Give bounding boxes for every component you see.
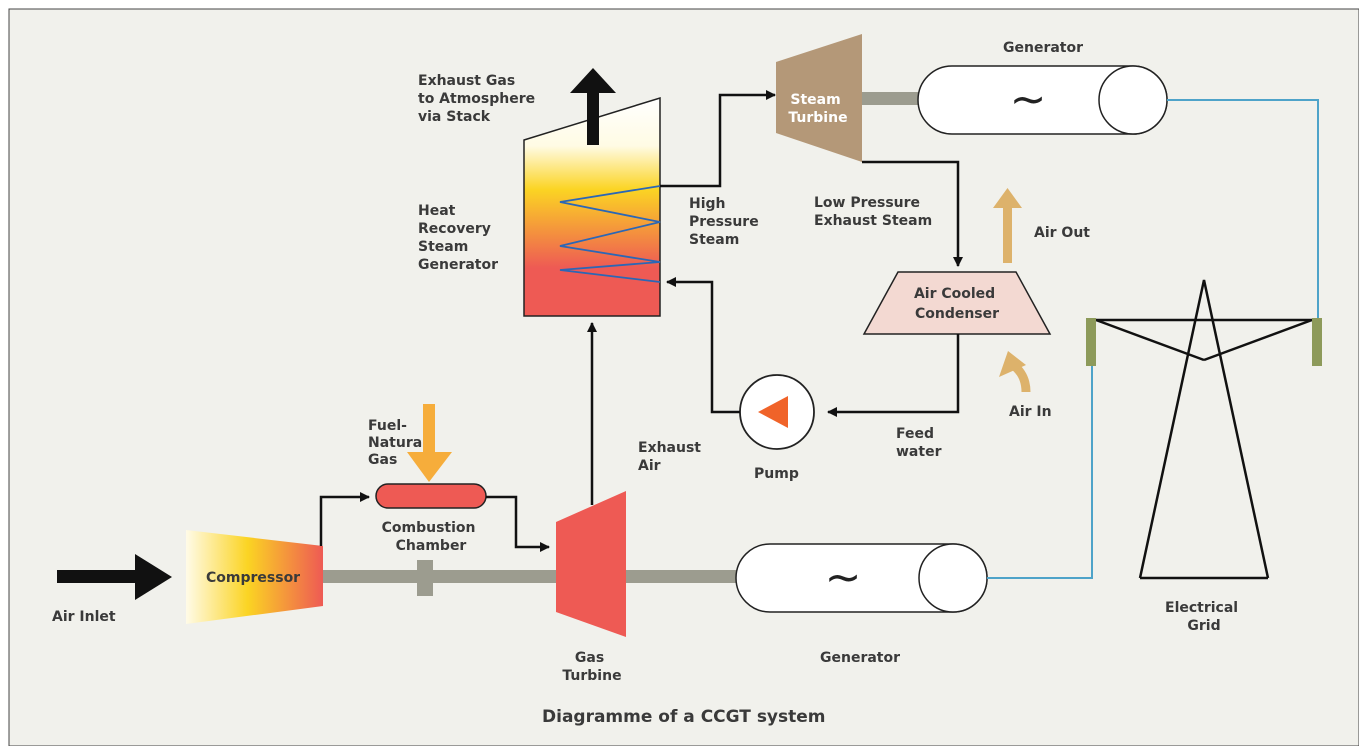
combustion-chamber <box>375 483 487 509</box>
air-cooled-condenser <box>862 271 1052 335</box>
pump-label: Pump <box>754 466 799 482</box>
svg-text:~: ~ <box>1010 74 1047 125</box>
steam-turbine-label: Steam Turbine <box>788 92 847 126</box>
diagram-caption: Diagramme of a CCGT system <box>542 707 826 727</box>
hp-steam-label: High Pressure Steam <box>689 196 764 248</box>
generator-upper: ~ <box>917 65 1168 135</box>
insulator-right <box>1312 318 1322 366</box>
electrical-grid-tower <box>1095 279 1313 580</box>
electrical-grid-label: Electrical Grid <box>1165 600 1243 634</box>
air-inlet-arrow <box>57 554 172 600</box>
insulator-left <box>1086 318 1096 366</box>
combustion-chamber-label: Combustion Chamber <box>382 520 481 554</box>
svg-text:~: ~ <box>825 552 862 603</box>
pump-to-hrsg-line <box>666 277 740 414</box>
steam-turbine <box>776 34 862 162</box>
air-out-label: Air Out <box>1034 225 1090 241</box>
pump <box>739 374 815 450</box>
lp-steam-label: Low Pressure Exhaust Steam <box>814 195 932 229</box>
combustor-to-turbine-line <box>486 495 550 552</box>
hrsg-label: Heat Recovery Steam Generator <box>418 203 498 273</box>
gen-lower-shaft <box>626 570 736 583</box>
upper-generator-grid-wire <box>1167 99 1319 318</box>
air-in-arrow <box>999 351 1031 393</box>
lower-generator-grid-wire <box>987 366 1093 579</box>
compressor-label: Compressor <box>206 570 300 586</box>
exhaust-gas-arrow <box>570 68 616 145</box>
condenser-label: Air Cooled Condenser <box>914 286 1000 322</box>
lower-shaft <box>323 570 557 583</box>
gas-turbine-label: Gas Turbine <box>562 650 621 684</box>
generator-lower: ~ <box>735 543 988 613</box>
high-pressure-steam-line <box>660 90 776 188</box>
air-in-label: Air In <box>1009 404 1052 420</box>
shaft-coupling <box>417 560 433 596</box>
generator-upper-label: Generator <box>1003 40 1083 56</box>
gas-turbine <box>556 491 626 637</box>
compressor <box>186 530 323 624</box>
feed-water-label: Feed water <box>896 426 942 460</box>
feed-water-line <box>827 334 960 417</box>
air-out-arrow <box>993 188 1022 263</box>
compressor-to-combustor-line <box>319 492 370 546</box>
exhaust-air-label: Exhaust Air <box>638 440 706 474</box>
hrsg-coil <box>559 185 661 283</box>
fuel-label: Fuel- Natural Gas <box>368 418 432 468</box>
steam-turbine-shaft <box>862 92 918 105</box>
exhaust-gas-label: Exhaust Gas to Atmosphere via Stack <box>418 73 540 125</box>
low-pressure-steam-line <box>862 160 963 267</box>
fuel-arrow <box>407 404 452 482</box>
heat-recovery-steam-generator <box>523 96 661 317</box>
generator-lower-label: Generator <box>820 650 900 666</box>
air-inlet-label: Air Inlet <box>52 609 116 625</box>
